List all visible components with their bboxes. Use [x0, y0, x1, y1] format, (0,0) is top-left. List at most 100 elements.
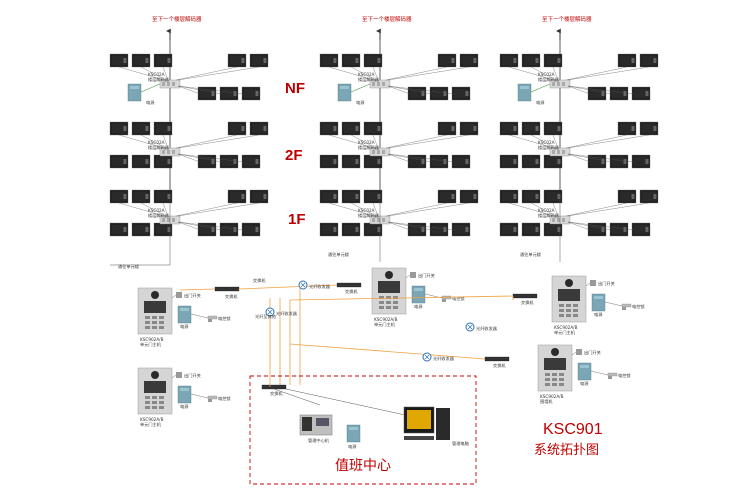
indoor-monitor — [499, 222, 519, 237]
indoor-monitor — [109, 189, 129, 204]
monitor-wire — [175, 66, 238, 81]
power-wire — [530, 83, 551, 93]
pc-tower-icon — [436, 408, 450, 440]
door-model-label: KSC902A/B — [540, 394, 564, 399]
riser-label-right: 通往单元楼 — [520, 251, 541, 258]
monitor-wire — [387, 202, 470, 217]
duty-wire — [273, 388, 321, 406]
decoder-label: KSC02A — [538, 72, 555, 77]
indoor-monitor — [363, 154, 383, 169]
electric-lock — [207, 315, 218, 323]
monitor-wire — [328, 66, 375, 81]
next-decoder-label: 至下一个楼层解码器 — [362, 15, 412, 23]
indoor-monitor — [543, 189, 563, 204]
monitor-wire — [567, 153, 613, 163]
indoor-monitor — [319, 53, 339, 68]
next-decoder-label: 至下一个楼层解码器 — [542, 15, 592, 23]
fiber-converter-label: 光纤收发器 — [433, 355, 455, 362]
monitor-wire — [387, 66, 470, 81]
indoor-monitor — [227, 53, 247, 68]
monitor-wire — [175, 134, 238, 149]
door-power-supply — [577, 362, 592, 381]
system-subtitle: 系统拓扑图 — [534, 443, 599, 458]
indoor-monitor — [639, 189, 659, 204]
floor-labels: NF 2F 1F — [285, 80, 306, 228]
monitor-wire — [177, 85, 201, 95]
door-wire — [590, 370, 609, 376]
indoor-monitor — [153, 154, 173, 169]
indoor-monitor — [407, 154, 427, 169]
duty-power-label: 电源 — [348, 443, 357, 450]
fiber-converter-label: 光纤收发器 — [309, 283, 331, 290]
indoor-monitor — [363, 53, 383, 68]
duty-center: 值班中心 — [249, 375, 477, 485]
switch-left — [214, 286, 240, 292]
monitor-wire — [565, 66, 628, 81]
monitor-wire — [387, 153, 455, 163]
indoor-monitor — [241, 154, 261, 169]
riser-label-mid: 通往单元楼 — [328, 251, 349, 258]
monitor-wire — [567, 85, 591, 95]
indoor-monitor — [459, 121, 479, 136]
exit-button-icon — [176, 292, 182, 298]
indoor-monitor — [587, 86, 607, 101]
decoder-label: 楼层解码器 — [538, 144, 560, 151]
door-wire — [604, 301, 623, 307]
monitor-wire — [350, 66, 377, 81]
power-supply — [337, 83, 352, 102]
door-wire — [171, 374, 177, 379]
indoor-monitor — [109, 154, 129, 169]
monitor-wire — [328, 202, 375, 217]
indoor-monitor — [341, 53, 361, 68]
indoor-monitor — [249, 189, 269, 204]
switch-gate — [484, 356, 510, 362]
decoder-label: 楼层解码器 — [538, 76, 560, 83]
indoor-monitor — [363, 121, 383, 136]
keyboard-icon — [404, 436, 434, 440]
monitor-wire — [565, 202, 628, 217]
indoor-monitor — [459, 189, 479, 204]
decoder-label: KSC02A — [148, 72, 165, 77]
indoor-monitor — [521, 189, 541, 204]
next-decoder-label: 至下一个楼层解码器 — [152, 15, 202, 23]
monitor-wire — [385, 134, 448, 149]
indoor-monitor — [319, 222, 339, 237]
indoor-monitor — [521, 53, 541, 68]
indoor-monitor — [341, 154, 361, 169]
monitor-wire — [118, 66, 165, 81]
floor-label-1f: 1F — [288, 211, 306, 228]
indoor-monitor — [341, 222, 361, 237]
decoder-label: KSC02A — [148, 140, 165, 145]
indoor-monitor — [219, 154, 239, 169]
monitor-wire — [177, 202, 260, 217]
indoor-monitor — [543, 121, 563, 136]
monitor-wire — [118, 134, 165, 149]
decoder-label: 楼层解码器 — [358, 144, 380, 151]
fiber-to-label: 光纤至其他 — [255, 313, 277, 320]
door-wire — [405, 274, 411, 279]
indoor-monitor — [429, 222, 449, 237]
door-station-panel — [137, 287, 173, 335]
indoor-monitor — [131, 189, 151, 204]
monitor-wire — [177, 153, 223, 163]
switch-duty — [261, 384, 287, 390]
monitor-wire — [385, 202, 448, 217]
monitor-wire — [177, 66, 260, 81]
indoor-monitor — [249, 121, 269, 136]
monitor-wire — [350, 202, 377, 217]
phone-screen-icon — [316, 418, 329, 426]
fiber-converter-label: 光纤收发器 — [476, 325, 498, 332]
exit-switch-label: 出门开关 — [184, 292, 201, 299]
indoor-monitor — [227, 189, 247, 204]
indoor-monitor — [407, 86, 427, 101]
monitor-wire — [508, 202, 555, 217]
duty-center-frame — [249, 375, 477, 485]
door-wire — [585, 282, 591, 287]
indoor-monitor — [609, 222, 629, 237]
system-caption: KSC901 系统拓扑图 — [534, 421, 603, 458]
